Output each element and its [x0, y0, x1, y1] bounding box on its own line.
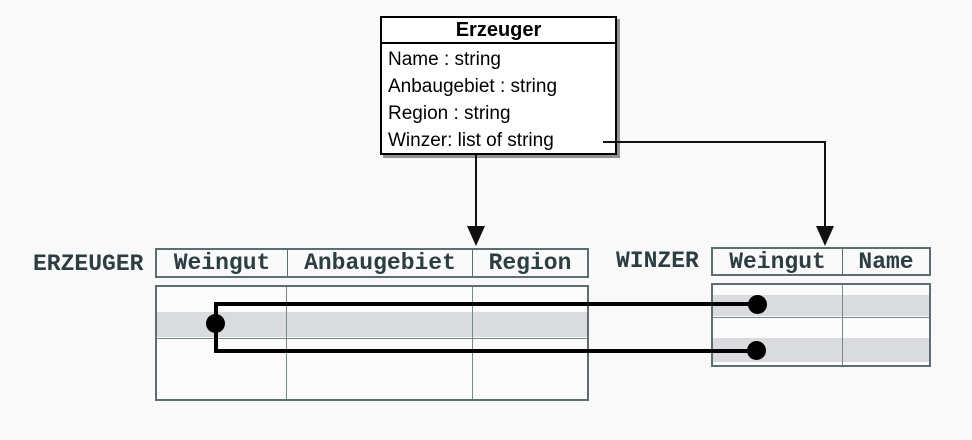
erzeuger-highlighted-row: [157, 312, 587, 337]
erzeuger-header-row: Weingut Anbaugebiet Region: [155, 248, 589, 278]
class-box-erzeuger: Erzeuger Name : string Anbaugebiet : str…: [380, 16, 617, 155]
erzeuger-column-anbaugebiet: Anbaugebiet: [287, 250, 472, 276]
relation-line-lower: [214, 349, 759, 353]
arrow-class-to-winzer-line-horizontal: [603, 141, 826, 143]
class-box-title: Erzeuger: [382, 18, 615, 44]
winzer-highlighted-row-1: [713, 295, 929, 316]
class-attribute-winzer: Winzer: list of string: [388, 130, 554, 151]
erzeuger-column-divider-2: [472, 287, 473, 399]
winzer-table-label: WINZER: [616, 248, 699, 274]
relation-line-upper: [214, 302, 760, 306]
winzer-column-divider: [842, 285, 843, 365]
erzeuger-column-region: Region: [472, 250, 587, 276]
winzer-header-row: Weingut Name: [711, 247, 931, 276]
erzeuger-table-label: ERZEUGER: [33, 251, 144, 277]
erzeuger-row-divider: [157, 338, 587, 339]
class-attribute-name: Name : string: [388, 49, 501, 70]
arrow-class-to-erzeuger-head-icon: [467, 226, 485, 246]
erzeuger-column-divider-1: [286, 287, 287, 399]
relation-dot-winzer-row-1: [748, 295, 767, 314]
arrow-class-to-winzer-line-vertical: [824, 141, 826, 227]
erzeuger-column-weingut: Weingut: [173, 250, 271, 276]
winzer-row-divider: [713, 317, 929, 318]
winzer-column-weingut: Weingut: [729, 249, 826, 274]
class-box-attributes: Name : string Anbaugebiet : string Regio…: [382, 44, 615, 156]
winzer-body-table: [711, 283, 931, 367]
relation-dot-winzer-row-2: [747, 341, 766, 360]
relation-dot-erzeuger-row: [206, 314, 225, 333]
winzer-column-name: Name: [842, 249, 929, 274]
arrow-class-to-erzeuger-line: [475, 155, 477, 227]
class-attribute-region: Region : string: [388, 103, 511, 124]
arrow-class-to-winzer-head-icon: [816, 226, 834, 246]
class-attribute-anbaugebiet: Anbaugebiet : string: [388, 76, 558, 97]
